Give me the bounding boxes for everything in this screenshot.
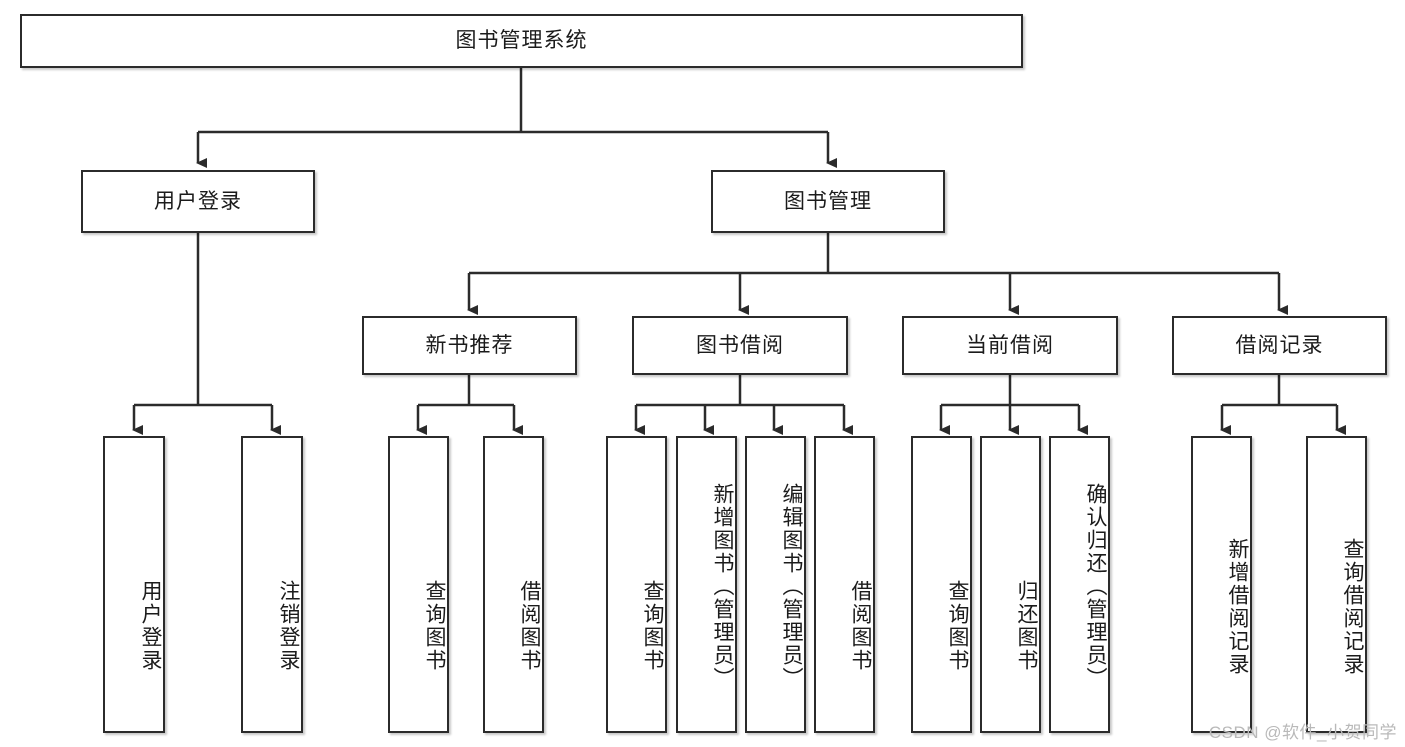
node-leaf-return-book-label: 归还图书: [1015, 579, 1038, 672]
node-leaf-query-book-recommend[interactable]: 查询图书: [388, 436, 449, 733]
node-book-management-label: 图书管理: [784, 189, 872, 213]
watermark: CSDN @软件_小贺同学: [1208, 723, 1397, 742]
node-leaf-borrow-book-recommend-label: 借阅图书: [518, 579, 541, 672]
node-leaf-borrow-book-recommend[interactable]: 借阅图书: [483, 436, 544, 733]
node-current-borrow[interactable]: 当前借阅: [902, 316, 1118, 375]
node-book-borrow-label: 图书借阅: [696, 333, 784, 357]
node-leaf-add-book-admin[interactable]: 新增图书（管理员）: [676, 436, 737, 733]
node-root[interactable]: 图书管理系统: [20, 14, 1023, 68]
node-borrow-record-label: 借阅记录: [1235, 333, 1324, 357]
node-leaf-confirm-return-admin-label: 确认归还（管理员）: [1084, 483, 1107, 690]
node-book-management[interactable]: 图书管理: [711, 170, 945, 233]
node-leaf-borrow-book-label: 借阅图书: [849, 579, 872, 672]
node-leaf-user-login[interactable]: 用户登录: [103, 436, 165, 733]
node-leaf-user-login-label: 用户登录: [139, 579, 162, 672]
node-leaf-query-book-current[interactable]: 查询图书: [911, 436, 972, 733]
node-new-book-recommend-label: 新书推荐: [425, 333, 514, 357]
node-leaf-add-borrow-record[interactable]: 新增借阅记录: [1191, 436, 1252, 733]
node-leaf-query-borrow-record[interactable]: 查询借阅记录: [1306, 436, 1367, 733]
node-leaf-return-book[interactable]: 归还图书: [980, 436, 1041, 733]
node-leaf-query-book-borrow[interactable]: 查询图书: [606, 436, 667, 733]
node-leaf-add-borrow-record-label: 新增借阅记录: [1226, 537, 1249, 676]
node-leaf-query-borrow-record-label: 查询借阅记录: [1341, 537, 1364, 676]
node-user-login-label: 用户登录: [154, 189, 242, 213]
node-borrow-record[interactable]: 借阅记录: [1172, 316, 1387, 375]
node-current-borrow-label: 当前借阅: [966, 333, 1054, 357]
node-leaf-query-book-current-label: 查询图书: [946, 579, 969, 672]
node-new-book-recommend[interactable]: 新书推荐: [362, 316, 577, 375]
node-leaf-logout-label: 注销登录: [277, 579, 300, 672]
node-leaf-query-book-recommend-label: 查询图书: [423, 579, 446, 672]
node-book-borrow[interactable]: 图书借阅: [632, 316, 848, 375]
node-root-label: 图书管理系统: [455, 29, 588, 53]
node-leaf-query-book-borrow-label: 查询图书: [641, 579, 664, 672]
node-leaf-edit-book-admin-label: 编辑图书（管理员）: [780, 483, 803, 690]
node-leaf-edit-book-admin[interactable]: 编辑图书（管理员）: [745, 436, 806, 733]
node-leaf-borrow-book[interactable]: 借阅图书: [814, 436, 875, 733]
node-leaf-logout[interactable]: 注销登录: [241, 436, 303, 733]
node-user-login[interactable]: 用户登录: [81, 170, 315, 233]
node-leaf-confirm-return-admin[interactable]: 确认归还（管理员）: [1049, 436, 1110, 733]
node-leaf-add-book-admin-label: 新增图书（管理员）: [711, 483, 734, 690]
